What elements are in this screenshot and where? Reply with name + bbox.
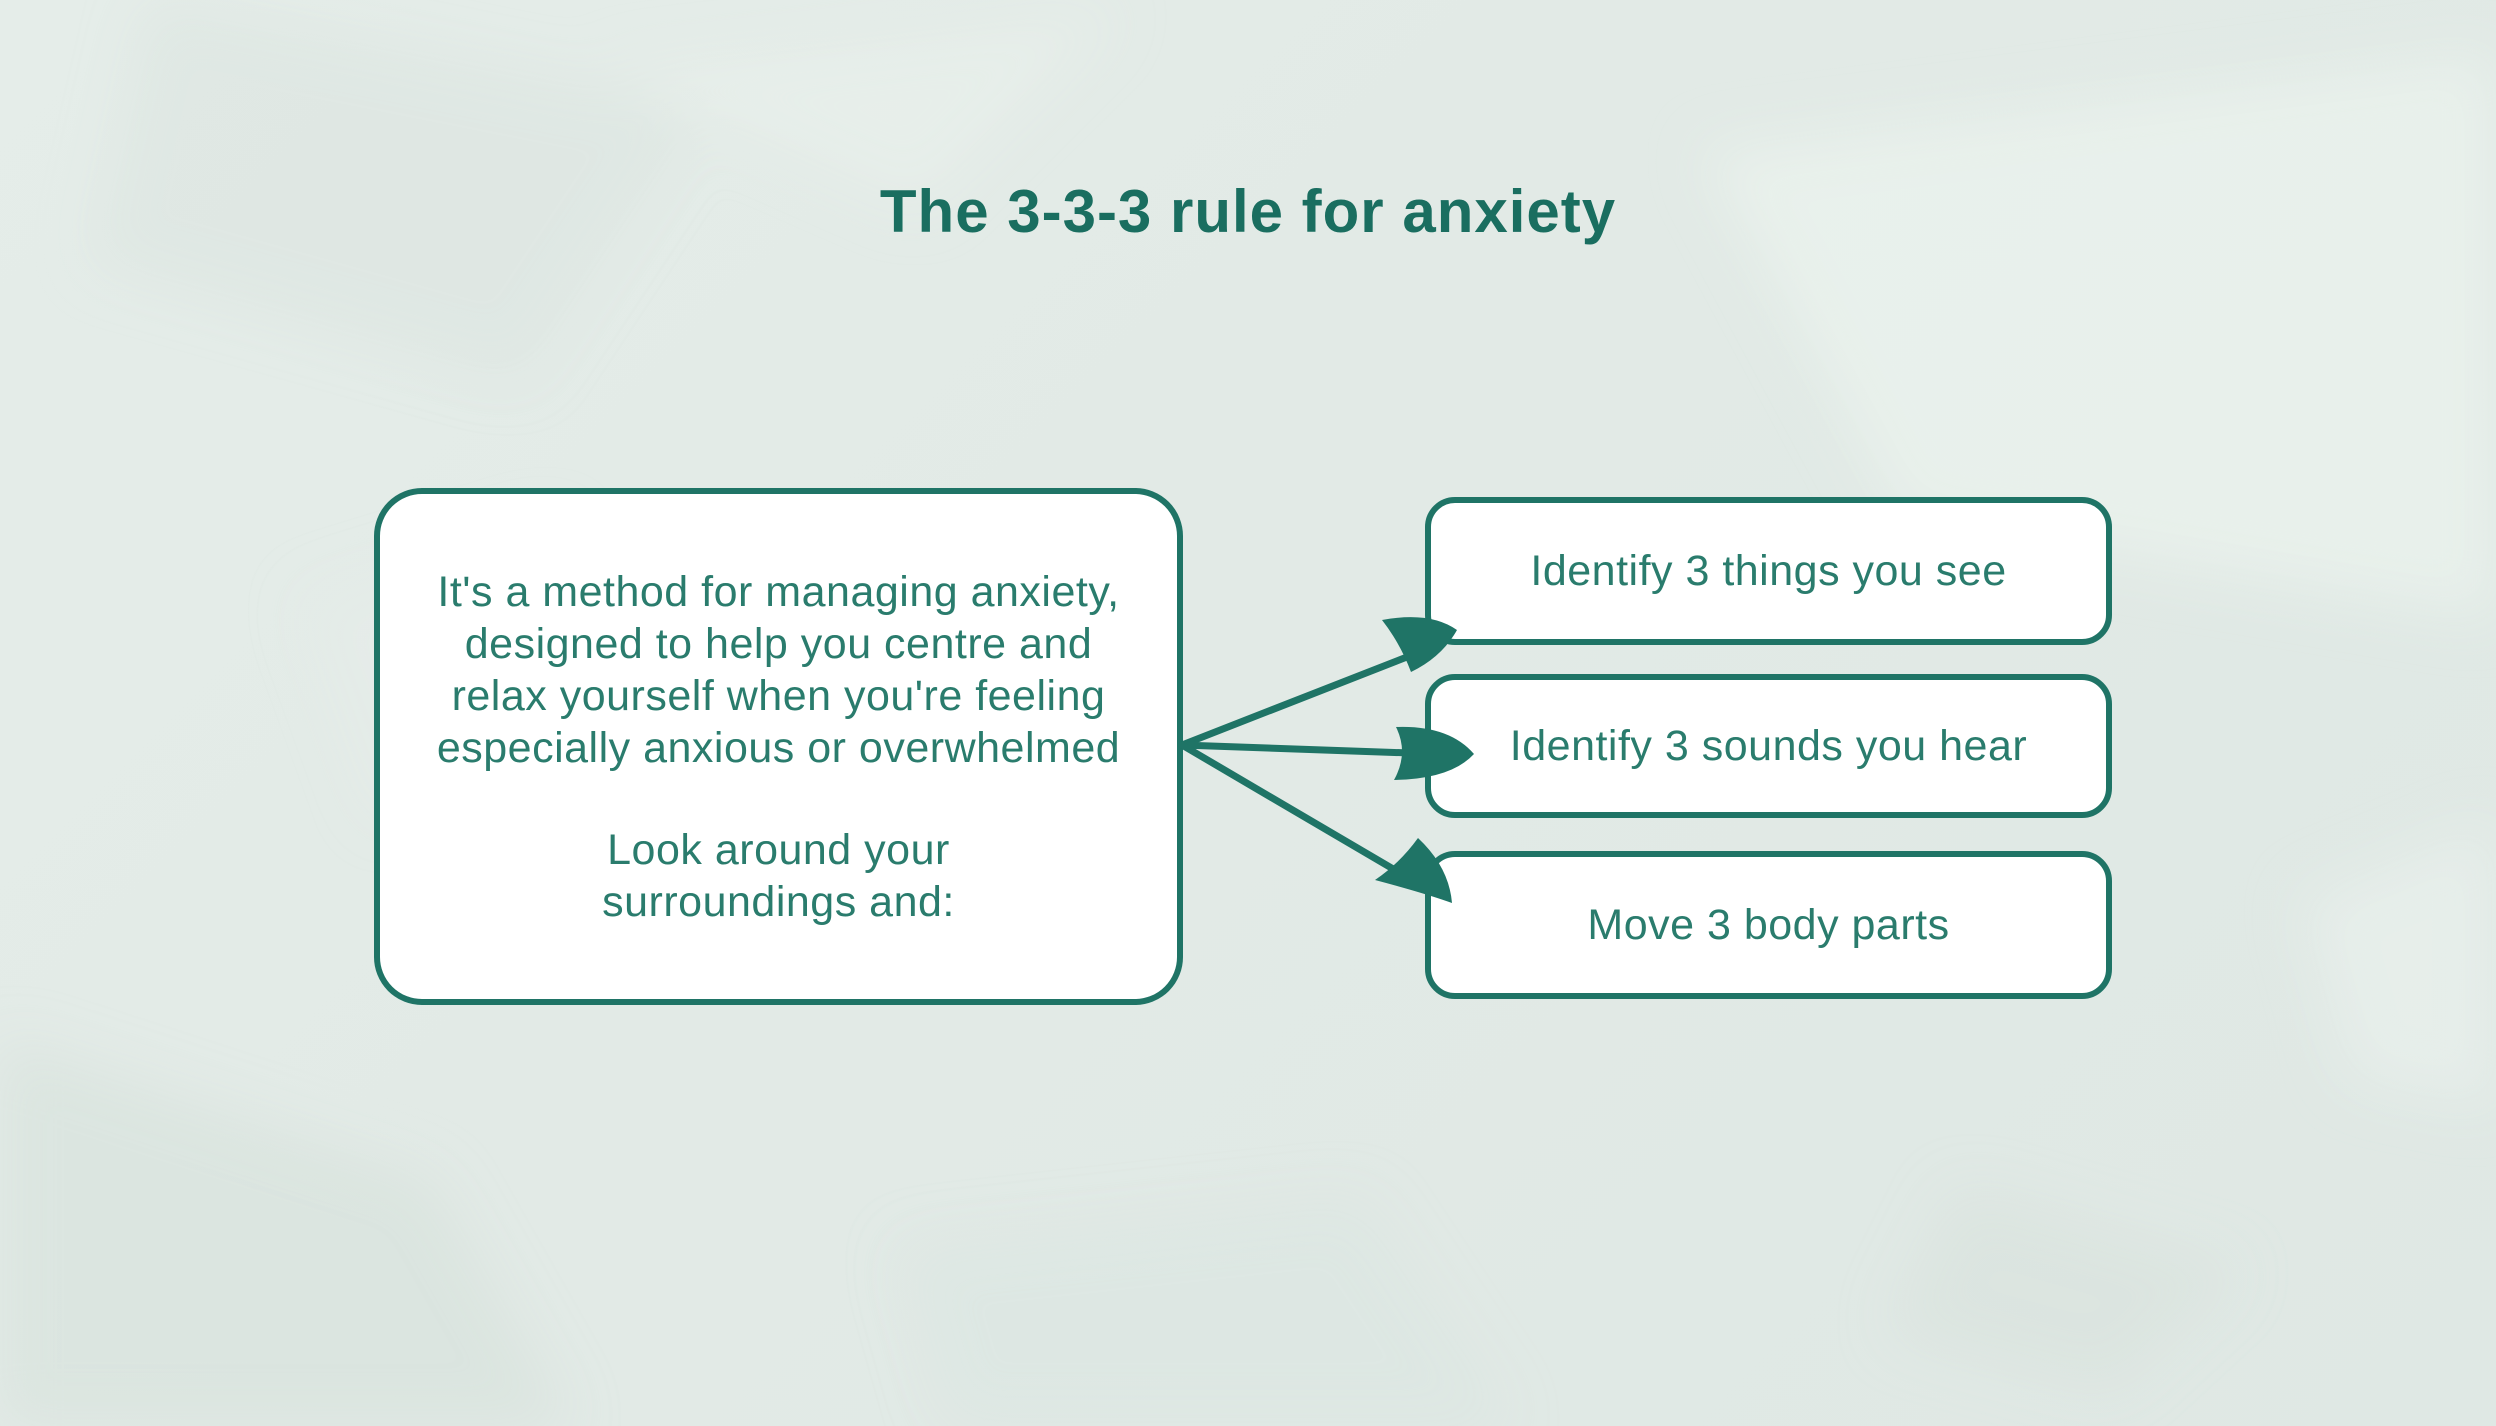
intro-line: especially anxious or overwhelmed [436, 723, 1121, 772]
step-box-identify-sounds: Identify 3 sounds you hear [1425, 674, 2112, 818]
intro-line: designed to help you centre and [464, 619, 1093, 668]
prompt-line: surroundings and: [602, 877, 955, 926]
page-title: The 3-3-3 rule for anxiety [879, 178, 1617, 245]
prompt-line: Look around your [607, 825, 950, 874]
prompt-paragraph: Look around your surroundings and: [602, 824, 955, 928]
intro-line: relax yourself when you're feeling [451, 671, 1106, 720]
step-box-move-body: Move 3 body parts [1425, 851, 2112, 999]
step-box-identify-things: Identify 3 things you see [1425, 497, 2112, 645]
intro-box: It's a method for managing anxiety, desi… [374, 488, 1183, 1005]
intro-paragraph: It's a method for managing anxiety, desi… [437, 566, 1120, 774]
step-label: Identify 3 sounds you hear [1509, 721, 2028, 770]
step-label: Identify 3 things you see [1530, 546, 2007, 595]
intro-line: It's a method for managing anxiety, [437, 567, 1120, 616]
step-label: Move 3 body parts [1587, 900, 1950, 949]
